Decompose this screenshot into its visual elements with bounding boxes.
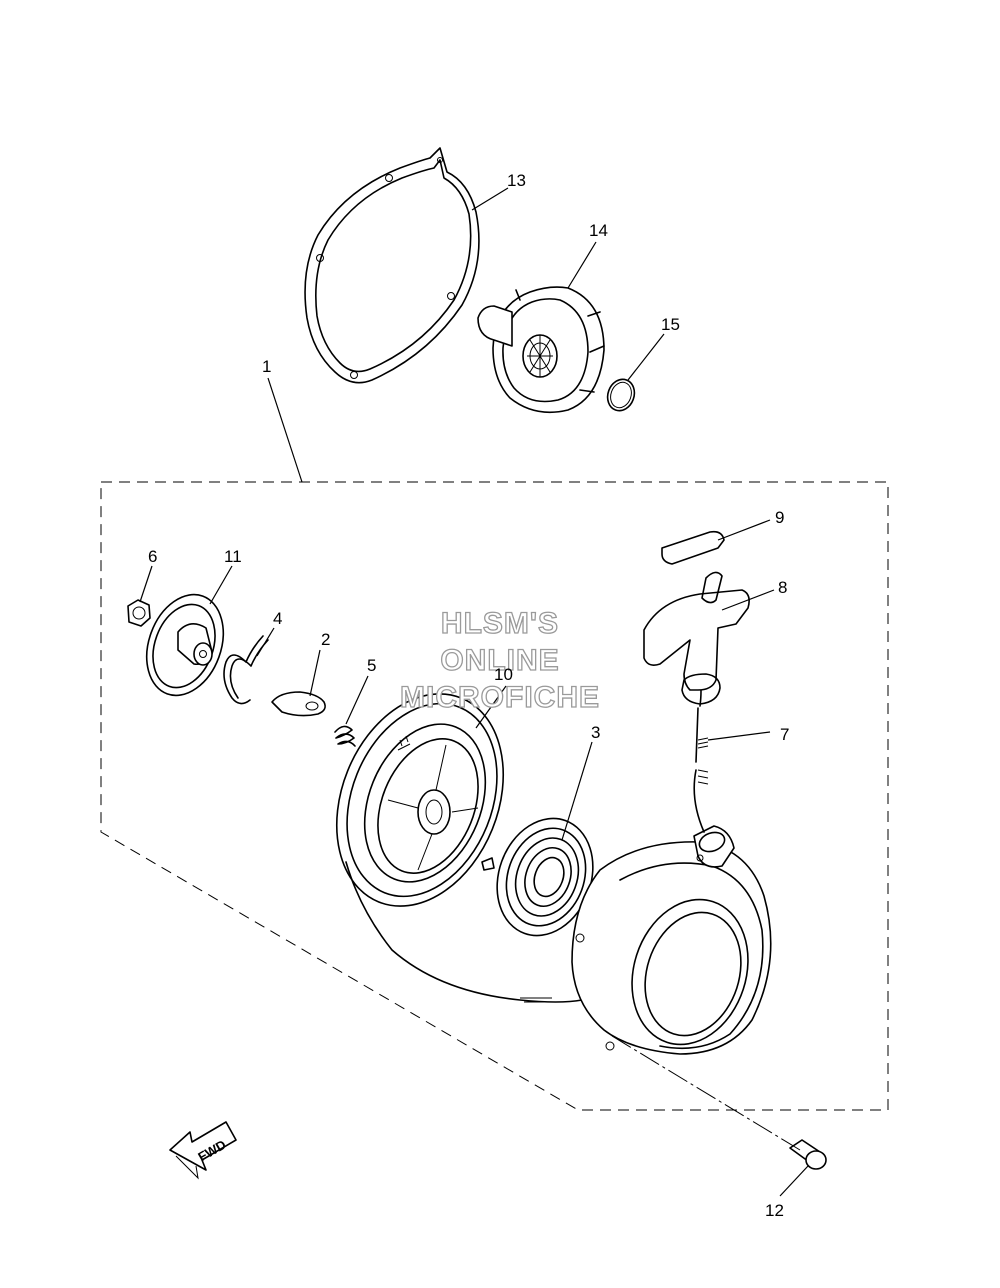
callout-7: 7	[780, 725, 789, 744]
watermark-line-3: MICROFICHE	[400, 681, 600, 714]
bolt-centerline	[611, 1035, 801, 1151]
watermark-line-2: ONLINE	[440, 644, 559, 677]
assembly-boundary	[100, 481, 889, 1111]
callout-3: 3	[591, 723, 600, 742]
fwd-arrow-icon: FWD	[169, 1121, 237, 1180]
small-spring-part	[334, 725, 356, 747]
callout-14: 14	[589, 221, 608, 240]
callout-1: 1	[262, 357, 271, 376]
callout-2: 2	[321, 630, 330, 649]
callout-6: 6	[148, 547, 157, 566]
callout-13: 13	[507, 171, 526, 190]
watermark: HLSM'S ONLINE MICROFICHE	[399, 606, 600, 714]
drive-plate-part	[145, 593, 225, 697]
o-ring-part	[606, 378, 636, 412]
callout-12: 12	[765, 1201, 784, 1220]
ratchet-pawl-part	[271, 691, 326, 717]
callout-11: 11	[224, 547, 242, 566]
reel-drum-part	[335, 693, 505, 907]
handle-cap-part	[661, 530, 725, 565]
callout-8: 8	[778, 578, 787, 597]
bolt-part	[789, 1139, 827, 1170]
leader-lines	[139, 187, 809, 1197]
spring-clip-part	[223, 635, 269, 705]
recoil-spring-part	[481, 817, 594, 937]
callout-numbers: 1 2 3 4 5 6 7 8 9 10 11 12 13 14 15	[148, 171, 789, 1220]
callout-15: 15	[661, 315, 680, 334]
gasket-part	[304, 147, 480, 384]
callout-5: 5	[367, 656, 376, 675]
starter-handle-part	[643, 571, 750, 705]
callout-10: 10	[494, 665, 513, 684]
drive-pulley-part	[477, 286, 605, 414]
callout-9: 9	[775, 508, 784, 527]
callout-4: 4	[273, 609, 282, 628]
nut-part	[127, 599, 151, 627]
starter-case-part	[571, 825, 772, 1055]
watermark-line-1: HLSM'S	[441, 607, 559, 640]
